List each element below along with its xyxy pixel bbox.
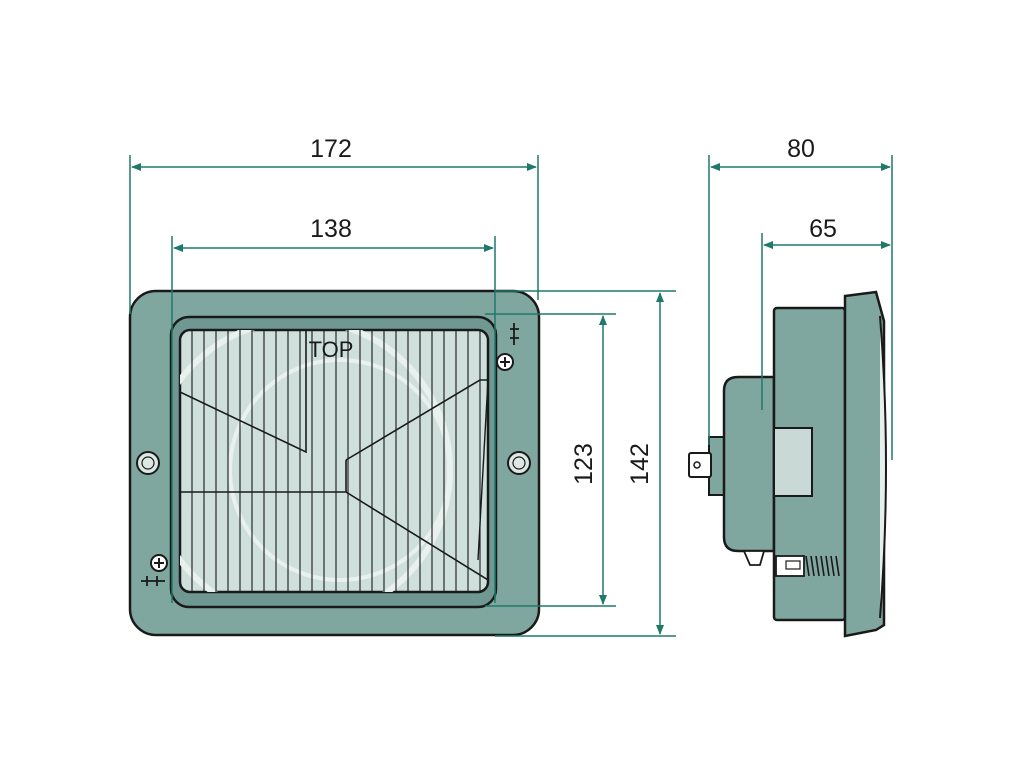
- dimension-lines: [129, 155, 893, 637]
- lens-bulge: [879, 315, 887, 619]
- side-view: [688, 290, 887, 638]
- front-view: TOP: [128, 289, 541, 637]
- mounting-hole-left: [136, 451, 160, 475]
- lens-flutes: [180, 330, 488, 592]
- dim-housing-depth: 65: [809, 215, 837, 243]
- dimension-labels: 172 138 123 142 80 65: [310, 135, 837, 485]
- adjuster-screw-top-right: [496, 323, 519, 371]
- dim-overall-depth: 80: [787, 135, 815, 163]
- dim-lens-height: 123: [570, 443, 598, 485]
- rear-cap: [722, 375, 776, 553]
- top-marking: TOP: [309, 337, 354, 362]
- dim-lens-width: 138: [310, 215, 352, 243]
- dim-overall-width: 172: [310, 135, 352, 163]
- adjuster-screw-bottom-left: [141, 554, 168, 586]
- side-window: [773, 427, 813, 497]
- lens: [178, 328, 490, 594]
- front-flange: [843, 290, 886, 638]
- dim-overall-height: 142: [626, 443, 654, 485]
- mounting-hole-right: [507, 451, 531, 475]
- adjuster-spring: [775, 555, 840, 577]
